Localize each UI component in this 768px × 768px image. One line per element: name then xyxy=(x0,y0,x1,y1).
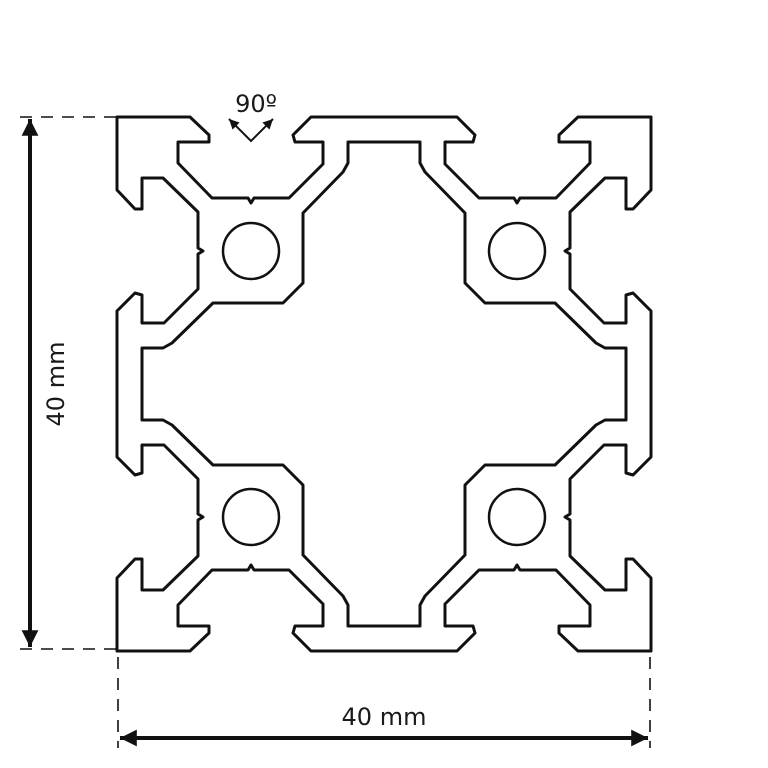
core-hole xyxy=(221,221,281,281)
core-hole xyxy=(487,487,547,547)
profile-center-cavity xyxy=(140,140,628,628)
angle-label: 90º xyxy=(235,90,277,118)
core-hole xyxy=(487,221,547,281)
height-label: 40 mm xyxy=(42,342,70,427)
angle-arrows xyxy=(228,118,274,143)
width-label: 40 mm xyxy=(342,703,427,731)
extension-lines xyxy=(20,116,651,748)
core-hole xyxy=(221,487,281,547)
profile-outer-contour xyxy=(115,115,653,653)
profile-holes xyxy=(221,221,547,547)
